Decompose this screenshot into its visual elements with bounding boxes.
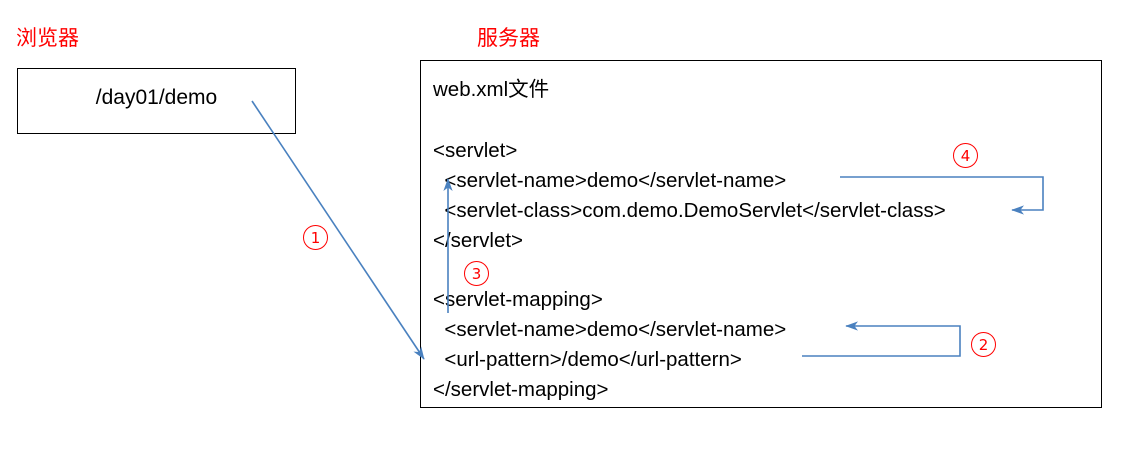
- xml-line-servlet-class: <servlet-class>com.demo.DemoServlet</ser…: [433, 199, 946, 222]
- step-marker-4: 4: [953, 143, 978, 168]
- xml-line-servlet-close: </servlet>: [433, 229, 524, 252]
- xml-line-servlet-mapping-close: </servlet-mapping>: [433, 378, 609, 401]
- xml-line-servlet-name: <servlet-name>demo</servlet-name>: [433, 169, 787, 192]
- webxml-file-heading: web.xml文件: [433, 78, 550, 101]
- connector-1-browser-to-urlpattern: [251, 100, 425, 360]
- step-marker-2: 2: [971, 332, 996, 357]
- xml-line-servlet-open: <servlet>: [433, 139, 518, 162]
- step-marker-1: 1: [303, 225, 328, 250]
- xml-line-servlet-mapping-open: <servlet-mapping>: [433, 288, 603, 311]
- xml-line-mapping-servlet-name: <servlet-name>demo</servlet-name>: [433, 318, 787, 341]
- browser-url-text: /day01/demo: [95, 86, 218, 109]
- server-section-label: 服务器: [477, 26, 540, 50]
- xml-line-url-pattern: <url-pattern>/demo</url-pattern>: [433, 348, 742, 371]
- browser-request-box: /day01/demo: [17, 68, 296, 134]
- browser-section-label: 浏览器: [16, 26, 79, 50]
- step-marker-3: 3: [464, 261, 489, 286]
- server-webxml-box: web.xml文件 <servlet> <servlet-name>demo</…: [420, 60, 1102, 408]
